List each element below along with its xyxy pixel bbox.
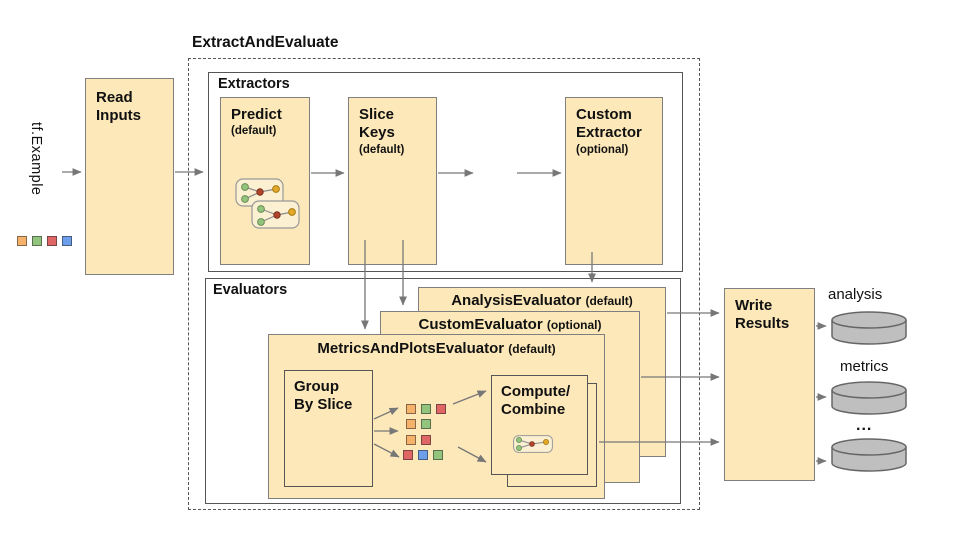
evaluators-label: Evaluators	[213, 282, 288, 298]
slice-keys-label: Slice Keys	[359, 106, 395, 142]
other-datastore-icon	[831, 438, 907, 472]
orange-square	[406, 435, 416, 445]
group-by-slice-box: Group By Slice	[284, 370, 373, 487]
outputs-ellipsis: ...	[856, 417, 873, 434]
red-square	[436, 404, 446, 414]
tf-example-squares	[17, 236, 72, 246]
slice-grid-row	[406, 419, 431, 429]
red-square	[421, 435, 431, 445]
write-results-label: Write Results	[735, 297, 790, 333]
slice-grid-row	[406, 435, 431, 445]
slice-grid-row	[406, 404, 446, 414]
group-by-slice-label: Group By Slice	[294, 378, 353, 414]
combine-graph-icon	[513, 435, 553, 453]
slice-keys-qualifier: (default)	[359, 143, 405, 156]
blue-square	[418, 450, 428, 460]
red-square	[47, 236, 57, 246]
metrics-output-label: metrics	[840, 358, 889, 375]
compute-combine-label: Compute/ Combine	[501, 383, 571, 419]
metrics-datastore-icon	[831, 381, 907, 415]
custom-extractor-qualifier: (optional)	[576, 143, 629, 156]
predict-qualifier: (default)	[231, 125, 277, 138]
read-inputs-label: Read Inputs	[96, 89, 141, 125]
green-square	[421, 404, 431, 414]
blue-square	[62, 236, 72, 246]
read-inputs-box: Read Inputs	[85, 78, 174, 275]
extractors-label: Extractors	[218, 76, 290, 92]
write-results-box: Write Results	[724, 288, 815, 481]
orange-square	[406, 404, 416, 414]
slice-keys-extractor-box: Slice Keys (default)	[348, 97, 437, 265]
predict-extractor-box: Predict (default)	[220, 97, 310, 265]
custom-extractor-box: Custom Extractor (optional)	[565, 97, 663, 265]
model-graph-icon	[235, 178, 300, 229]
green-square	[32, 236, 42, 246]
analysis-datastore-icon	[831, 311, 907, 345]
green-square	[433, 450, 443, 460]
predict-label: Predict	[231, 106, 282, 123]
slice-grid-row	[403, 450, 443, 460]
custom-evaluator-qualifier: (optional)	[546, 318, 602, 332]
custom-extractor-label: Custom Extractor	[576, 106, 642, 142]
tf-example-label: tf.Example	[28, 122, 44, 196]
red-square	[403, 450, 413, 460]
analysis-evaluator-qualifier: (default)	[585, 294, 633, 308]
metrics-and-plots-evaluator-label: MetricsAndPlotsEvaluator	[317, 340, 505, 357]
orange-square	[406, 419, 416, 429]
extract-and-evaluate-title: ExtractAndEvaluate	[192, 34, 339, 51]
analysis-evaluator-label: AnalysisEvaluator	[451, 292, 582, 309]
orange-square	[17, 236, 27, 246]
custom-evaluator-label: CustomEvaluator	[418, 316, 543, 333]
compute-combine-box: Compute/ Combine	[491, 375, 588, 475]
metrics-and-plots-evaluator-qualifier: (default)	[508, 342, 556, 356]
analysis-output-label: analysis	[828, 286, 883, 303]
extract-and-evaluate-container	[188, 58, 700, 510]
green-square	[421, 419, 431, 429]
